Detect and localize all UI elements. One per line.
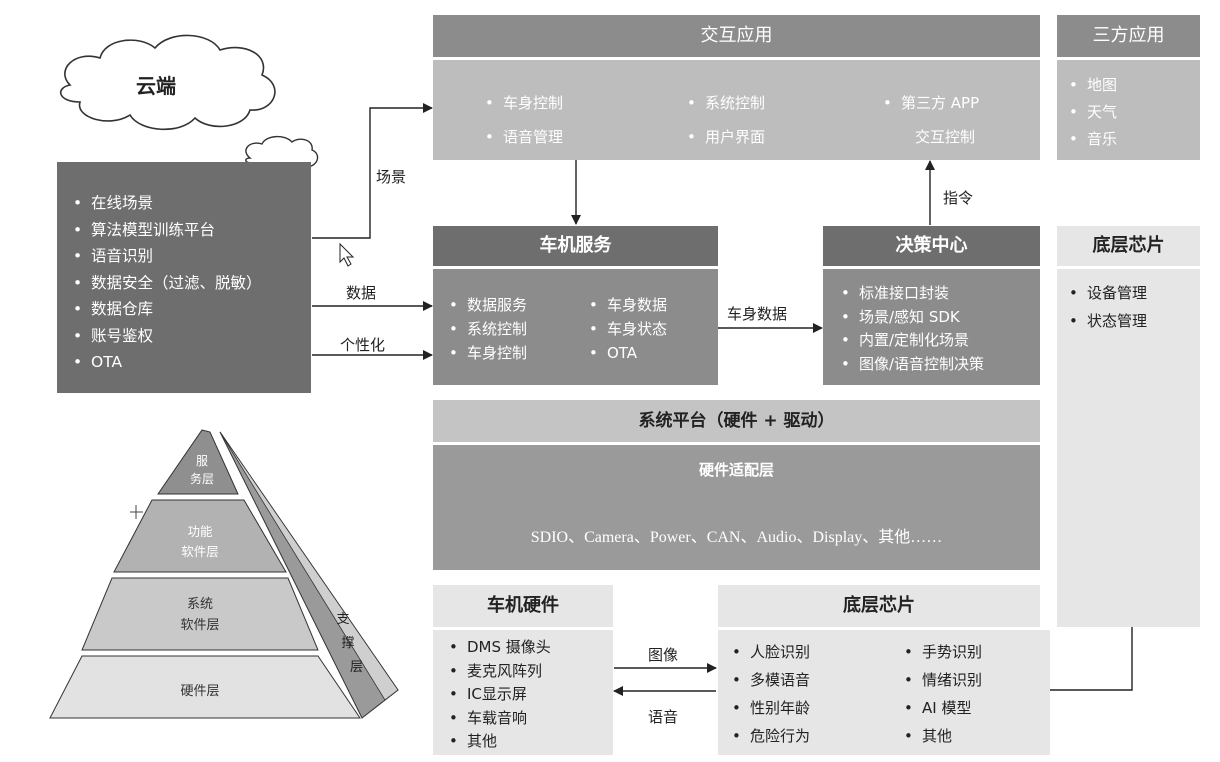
- cloud-item: OTA: [69, 349, 311, 376]
- chip-item: 设备管理: [1065, 279, 1200, 307]
- service-item: 数据服务: [445, 293, 527, 317]
- mouse-cursor-icon: [339, 242, 355, 267]
- hardware-item: 麦克风阵列: [445, 660, 613, 684]
- hardware-item: 车载音响: [445, 707, 613, 731]
- hardware-item: 其他: [445, 730, 613, 754]
- pyramid-label-system-line: 软件层: [180, 618, 220, 633]
- decision-item: 图像/语音控制决策: [837, 353, 1040, 377]
- arrow-label-voice: 语音: [648, 708, 679, 726]
- chip-center-item: 人脸识别: [728, 638, 810, 666]
- hardware-adaptation-panel: 硬件适配层 SDIO、Camera、Power、CAN、Audio、Displa…: [433, 445, 1040, 570]
- head-unit-service-body: 数据服务 系统控制 车身控制 车身数据 车身状态 OTA: [433, 269, 718, 385]
- pyramid-label-service-line: 服: [195, 454, 208, 468]
- cloud-shape-large: [59, 34, 276, 131]
- pyramid-label-support-line: 支: [336, 612, 350, 627]
- service-item: 系统控制: [445, 317, 527, 341]
- pyramid-label-function-line: 功能: [187, 524, 213, 539]
- arrow-label-body-data: 车身数据: [727, 305, 788, 323]
- arrow-scene: [312, 103, 433, 239]
- pyramid-layer-system: [81, 577, 319, 651]
- third-party-apps-title: 三方应用: [1057, 15, 1200, 57]
- hardware-adaptation-title: 硬件适配层: [698, 461, 774, 479]
- third-party-item: 天气: [1065, 99, 1200, 126]
- arrow-label-personalization: 个性化: [340, 336, 386, 354]
- pyramid-support-light: [219, 431, 399, 701]
- pyramid-label-function: 功能 软件层: [160, 522, 240, 562]
- service-item: OTA: [585, 341, 667, 365]
- arrow-label-data: 数据: [346, 284, 377, 302]
- system-platform-title: 系统平台（硬件 + 驱动）: [433, 400, 1040, 442]
- pyramid-label-service: 服 务层: [172, 452, 232, 488]
- service-item: 车身数据: [585, 293, 667, 317]
- chip-center-item: 其他: [900, 722, 982, 750]
- cloud-item: 在线场景: [69, 190, 311, 217]
- pyramid-label-support: 支 撑 层: [328, 608, 364, 680]
- pyramid-layer-function: [113, 499, 287, 573]
- chip-center-item: 性别年龄: [728, 694, 810, 722]
- pyramid-label-service-line: 务层: [189, 472, 214, 486]
- chip-center-item: 手势识别: [900, 638, 982, 666]
- head-unit-hardware-body: DMS 摄像头 麦克风阵列 IC显示屏 车载音响 其他: [433, 630, 613, 755]
- chip-center-item: 情绪识别: [900, 666, 982, 694]
- decision-item: 场景/感知 SDK: [837, 306, 1040, 330]
- service-item: 车身状态: [585, 317, 667, 341]
- interaction-item: 语音管理: [481, 120, 563, 154]
- decision-item: 内置/定制化场景: [837, 329, 1040, 353]
- interaction-apps-title: 交互应用: [433, 15, 1040, 57]
- pyramid-label-system: 系统 软件层: [158, 594, 242, 636]
- cloud-item: 数据仓库: [69, 296, 311, 323]
- cloud-item: 账号鉴权: [69, 323, 311, 350]
- pyramid-label-hardware: 硬件层: [180, 684, 220, 699]
- chip-center-item: 多模语音: [728, 666, 810, 694]
- third-party-item: 音乐: [1065, 126, 1200, 153]
- cloud-label: 云端: [136, 74, 176, 98]
- arrow-label-image: 图像: [648, 646, 679, 664]
- chip-center-item: AI 模型: [900, 694, 982, 722]
- arrow-label-scene: 场景: [376, 168, 407, 186]
- hardware-item: IC显示屏: [445, 683, 613, 707]
- chip-center-item: 危险行为: [728, 722, 810, 750]
- arrow-label-command: 指令: [943, 189, 974, 207]
- interaction-item: 第三方 APP: [879, 86, 979, 120]
- cloud-item: 算法模型训练平台: [69, 217, 311, 244]
- bottom-chip-center-body: 人脸识别 多模语音 性别年龄 危险行为 手势识别 情绪识别 AI 模型 其他: [718, 630, 1050, 755]
- hardware-item: DMS 摄像头: [445, 636, 613, 660]
- pyramid-label-system-line: 系统: [186, 597, 213, 612]
- interaction-item: 车身控制: [481, 86, 563, 120]
- decision-item: 标准接口封装: [837, 282, 1040, 306]
- bottom-chip-right-body: 设备管理 状态管理: [1057, 269, 1200, 627]
- chip-item: 状态管理: [1065, 307, 1200, 335]
- cloud-services-panel: 在线场景 算法模型训练平台 语音识别 数据安全（过滤、脱敏） 数据仓库 账号鉴权…: [57, 162, 311, 393]
- third-party-apps-body: 地图 天气 音乐: [1057, 60, 1200, 160]
- bottom-chip-right-title: 底层芯片: [1057, 226, 1200, 266]
- pyramid-layer-service: [157, 429, 239, 495]
- service-item: 车身控制: [445, 341, 527, 365]
- pyramid-label-support-line: 层: [350, 660, 364, 675]
- head-unit-hardware-title: 车机硬件: [433, 585, 613, 627]
- pyramid-label-support-line: 撑: [341, 636, 355, 651]
- interaction-apps-body: 车身控制 语音管理 系统控制 用户界面 第三方 APP 交互控制: [433, 60, 1040, 160]
- cloud-item: 数据安全（过滤、脱敏）: [69, 270, 311, 297]
- interaction-item: 系统控制: [683, 86, 765, 120]
- interaction-item-continued: 交互控制: [915, 128, 976, 146]
- pyramid-label-function-line: 软件层: [181, 544, 219, 559]
- decision-center-title: 决策中心: [823, 226, 1040, 266]
- crosshair-icon: [130, 505, 143, 519]
- interaction-item: 用户界面: [683, 120, 765, 154]
- pyramid-layer-hardware: [49, 655, 361, 719]
- head-unit-service-title: 车机服务: [433, 226, 718, 266]
- bottom-chip-center-title: 底层芯片: [718, 585, 1040, 627]
- third-party-item: 地图: [1065, 72, 1200, 99]
- cloud-item: 语音识别: [69, 243, 311, 270]
- hardware-adaptation-items: SDIO、Camera、Power、CAN、Audio、Display、其他……: [530, 529, 943, 546]
- decision-center-body: 标准接口封装 场景/感知 SDK 内置/定制化场景 图像/语音控制决策: [823, 269, 1040, 385]
